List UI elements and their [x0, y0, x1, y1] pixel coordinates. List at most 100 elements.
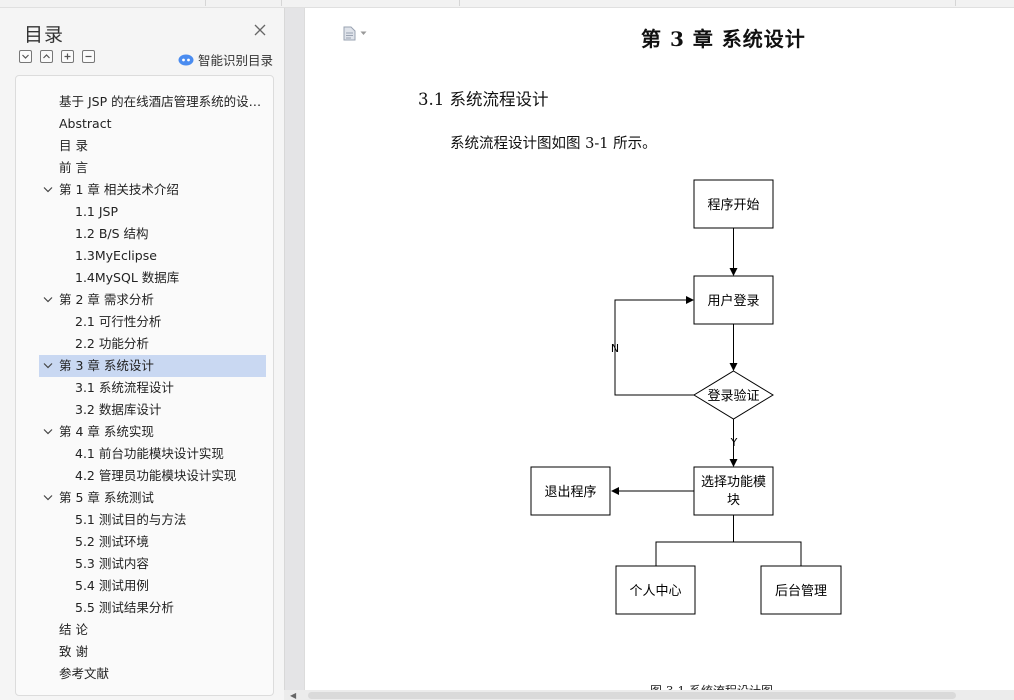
toc-item[interactable]: 1.4MySQL 数据库 — [39, 267, 266, 289]
close-icon — [254, 24, 266, 36]
close-sidebar-button[interactable] — [250, 20, 270, 40]
yes-label: Y — [730, 436, 738, 449]
chevron-down-icon[interactable] — [43, 494, 53, 502]
toc-item[interactable]: 3.2 数据库设计 — [39, 399, 266, 421]
toc-item-label: 3.1 系统流程设计 — [75, 380, 174, 395]
scrollbar-thumb[interactable] — [308, 692, 956, 699]
top-strip — [0, 0, 1014, 8]
no-label: N — [611, 342, 619, 355]
remove-icon — [85, 55, 92, 58]
toc-item-label: 前 言 — [59, 160, 88, 175]
toc-item[interactable]: 前 言 — [39, 157, 266, 179]
admin-node — [760, 565, 842, 615]
toc-item[interactable]: 第 3 章 系统设计 — [39, 355, 266, 377]
toc-item-label: 第 4 章 系统实现 — [59, 424, 154, 439]
add-level-button[interactable] — [61, 50, 74, 63]
login-node-label: 用户登录 — [707, 293, 759, 309]
toc-item[interactable]: 基于 JSP 的在线酒店管理系统的设… — [39, 91, 266, 113]
toc-item[interactable]: 结 论 — [39, 619, 266, 641]
tab-separator — [205, 0, 206, 6]
toc-item[interactable]: 第 4 章 系统实现 — [39, 421, 266, 443]
toc-item[interactable]: 1.2 B/S 结构 — [39, 223, 266, 245]
branch-line — [733, 541, 802, 566]
chevron-down-icon[interactable] — [43, 186, 53, 194]
select-module-label-line2: 块 — [727, 493, 740, 508]
chevron-down-icon[interactable] — [43, 428, 53, 436]
toc-item-label: 第 5 章 系统测试 — [59, 490, 154, 505]
tab-separator — [459, 0, 460, 6]
document-page: 第 3 章 系统设计 3.1 系统流程设计 系统流程设计图如图 3-1 所示。 … — [304, 8, 1014, 700]
toc-item-label: 5.5 测试结果分析 — [75, 600, 174, 615]
toc-item-label: 3.2 数据库设计 — [75, 402, 162, 417]
start-node — [693, 179, 774, 229]
toc-item-label: 5.3 测试内容 — [75, 556, 149, 571]
start-node-label: 程序开始 — [707, 198, 759, 213]
toc-toolbar — [19, 50, 95, 66]
flowchart-diagram: 程序开始 用户登录 登录验证 N Y 选择功能模 块 退出程序 个人中心 后台管… — [530, 179, 842, 615]
toc-item[interactable]: 5.3 测试内容 — [39, 553, 266, 575]
scroll-left-icon[interactable]: ◀ — [290, 691, 297, 700]
personal-center-node — [615, 565, 696, 615]
toc-item[interactable]: 5.2 测试环境 — [39, 531, 266, 553]
chevron-down-icon — [360, 31, 367, 35]
toc-item[interactable]: Abstract — [39, 113, 266, 135]
exit-node-label: 退出程序 — [544, 485, 596, 500]
horizontal-scrollbar[interactable]: ◀ — [284, 690, 1014, 700]
toc-item[interactable]: 5.5 测试结果分析 — [39, 597, 266, 619]
toc-item[interactable]: 4.1 前台功能模块设计实现 — [39, 443, 266, 465]
toc-item-label: 致 谢 — [59, 644, 88, 659]
toc-item-label: 结 论 — [59, 622, 88, 637]
toc-item[interactable]: 目 录 — [39, 135, 266, 157]
exit-node — [530, 466, 611, 516]
toc-item[interactable]: 第 2 章 需求分析 — [39, 289, 266, 311]
section-title: 3.1 系统流程设计 — [418, 90, 549, 109]
toc-item-label: 基于 JSP 的在线酒店管理系统的设… — [59, 94, 262, 109]
branch-line — [655, 515, 734, 566]
toc-item-label: 1.3MyEclipse — [75, 248, 157, 263]
toc-item-label: 5.2 测试环境 — [75, 534, 149, 549]
toc-item[interactable]: 1.3MyEclipse — [39, 245, 266, 267]
body-paragraph: 系统流程设计图如图 3-1 所示。 — [450, 136, 657, 152]
toc-item[interactable]: 4.2 管理员功能模块设计实现 — [39, 465, 266, 487]
collapse-all-button[interactable] — [40, 50, 53, 63]
expand-all-button[interactable] — [19, 50, 32, 63]
document-icon — [343, 26, 356, 41]
toc-item-label: 5.1 测试目的与方法 — [75, 512, 187, 527]
tab-separator — [955, 0, 956, 6]
pane-divider[interactable] — [284, 8, 304, 700]
toc-item[interactable]: 2.1 可行性分析 — [39, 311, 266, 333]
toc-item-label: 5.4 测试用例 — [75, 578, 149, 593]
toc-item-label: 1.1 JSP — [75, 204, 119, 219]
admin-label: 后台管理 — [775, 584, 827, 599]
select-module-label-line1: 选择功能模 — [701, 475, 766, 490]
chevron-down-icon[interactable] — [43, 362, 53, 370]
remove-level-button[interactable] — [82, 50, 95, 63]
toc-item[interactable]: 参考文献 — [39, 663, 266, 685]
toc-item-label: 1.4MySQL 数据库 — [75, 270, 180, 285]
toc-item[interactable]: 5.1 测试目的与方法 — [39, 509, 266, 531]
chapter-title: 第 3 章 系统设计 — [641, 27, 806, 51]
tab-separator — [281, 0, 282, 6]
loop-arrow — [614, 296, 694, 396]
toc-item[interactable]: 5.4 测试用例 — [39, 575, 266, 597]
toc-item[interactable]: 第 1 章 相关技术介绍 — [39, 179, 266, 201]
toc-item[interactable]: 1.1 JSP — [39, 201, 266, 223]
smart-toc-button[interactable]: 智能识别目录 — [178, 50, 273, 69]
toc-item[interactable]: 3.1 系统流程设计 — [39, 377, 266, 399]
login-node — [693, 275, 774, 325]
verify-node-label: 登录验证 — [707, 388, 759, 404]
document-view-button[interactable] — [343, 26, 367, 41]
toc-item-label: 4.2 管理员功能模块设计实现 — [75, 468, 237, 483]
smart-toc-icon — [178, 54, 194, 65]
toc-item[interactable]: 第 5 章 系统测试 — [39, 487, 266, 509]
toc-item[interactable]: 2.2 功能分析 — [39, 333, 266, 355]
toc-item-label: 2.1 可行性分析 — [75, 314, 162, 329]
add-icon — [64, 53, 71, 60]
chevron-down-icon[interactable] — [43, 296, 53, 304]
smart-toc-label: 智能识别目录 — [198, 53, 274, 68]
chevron-down-icon — [22, 54, 29, 59]
toc-item-label: 4.1 前台功能模块设计实现 — [75, 446, 224, 461]
toc-item[interactable]: 致 谢 — [39, 641, 266, 663]
